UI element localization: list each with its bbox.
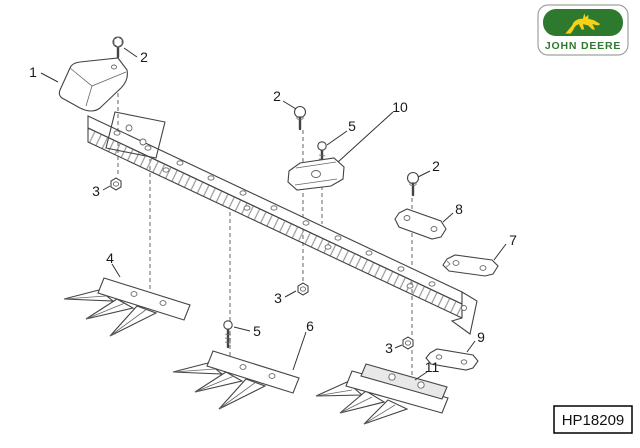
wear-plate-part-9 bbox=[425, 348, 479, 371]
nut-3-right bbox=[402, 336, 414, 350]
bolt-2-top bbox=[112, 36, 124, 59]
callout-7: 7 bbox=[509, 232, 517, 248]
holddown-clip-part-10 bbox=[287, 157, 345, 191]
callout-4: 4 bbox=[106, 250, 114, 266]
callout-2c: 2 bbox=[432, 158, 440, 174]
callout-9: 9 bbox=[477, 329, 485, 345]
screw-5-lower bbox=[223, 320, 233, 349]
leader-lines bbox=[40, 47, 507, 381]
nut-3-left bbox=[110, 177, 122, 191]
clip-part-7 bbox=[442, 254, 499, 277]
john-deere-logo: JOHN DEERE bbox=[537, 4, 629, 56]
deere-deer-icon bbox=[565, 13, 601, 34]
callout-2b: 2 bbox=[273, 88, 281, 104]
drawing-number: HP18209 bbox=[562, 412, 625, 429]
clip-part-8 bbox=[394, 208, 447, 240]
callout-11: 11 bbox=[425, 359, 440, 375]
callout-3c: 3 bbox=[385, 340, 393, 356]
guard-shoe-part-1 bbox=[58, 57, 128, 112]
callout-2a: 2 bbox=[140, 49, 148, 65]
bar-rivet-holes bbox=[113, 130, 436, 289]
drawing-number-box: HP18209 bbox=[553, 405, 633, 434]
callout-10: 10 bbox=[392, 99, 408, 115]
nut-3-middle bbox=[297, 282, 309, 296]
callout-5a: 5 bbox=[348, 118, 356, 134]
logo-text: JOHN DEERE bbox=[545, 40, 621, 52]
bar-end-cap bbox=[450, 291, 478, 335]
cutter-bar bbox=[87, 111, 478, 335]
bar-mounting-plate bbox=[105, 111, 166, 159]
callout-3b: 3 bbox=[274, 290, 282, 306]
callout-3a: 3 bbox=[92, 183, 100, 199]
callout-1: 1 bbox=[29, 64, 37, 80]
bolt-2-right bbox=[406, 171, 420, 197]
callout-labels: 1 2 2 2 3 3 3 4 5 5 6 7 8 9 10 11 bbox=[29, 49, 517, 375]
callout-6: 6 bbox=[306, 318, 314, 334]
bolt-2-middle bbox=[293, 105, 307, 131]
callout-8: 8 bbox=[455, 201, 463, 217]
callout-5b: 5 bbox=[253, 323, 261, 339]
knife-guard-part-6 bbox=[172, 350, 300, 410]
knife-guard-part-11 bbox=[315, 363, 449, 425]
knife-guard-part-4 bbox=[63, 277, 191, 337]
